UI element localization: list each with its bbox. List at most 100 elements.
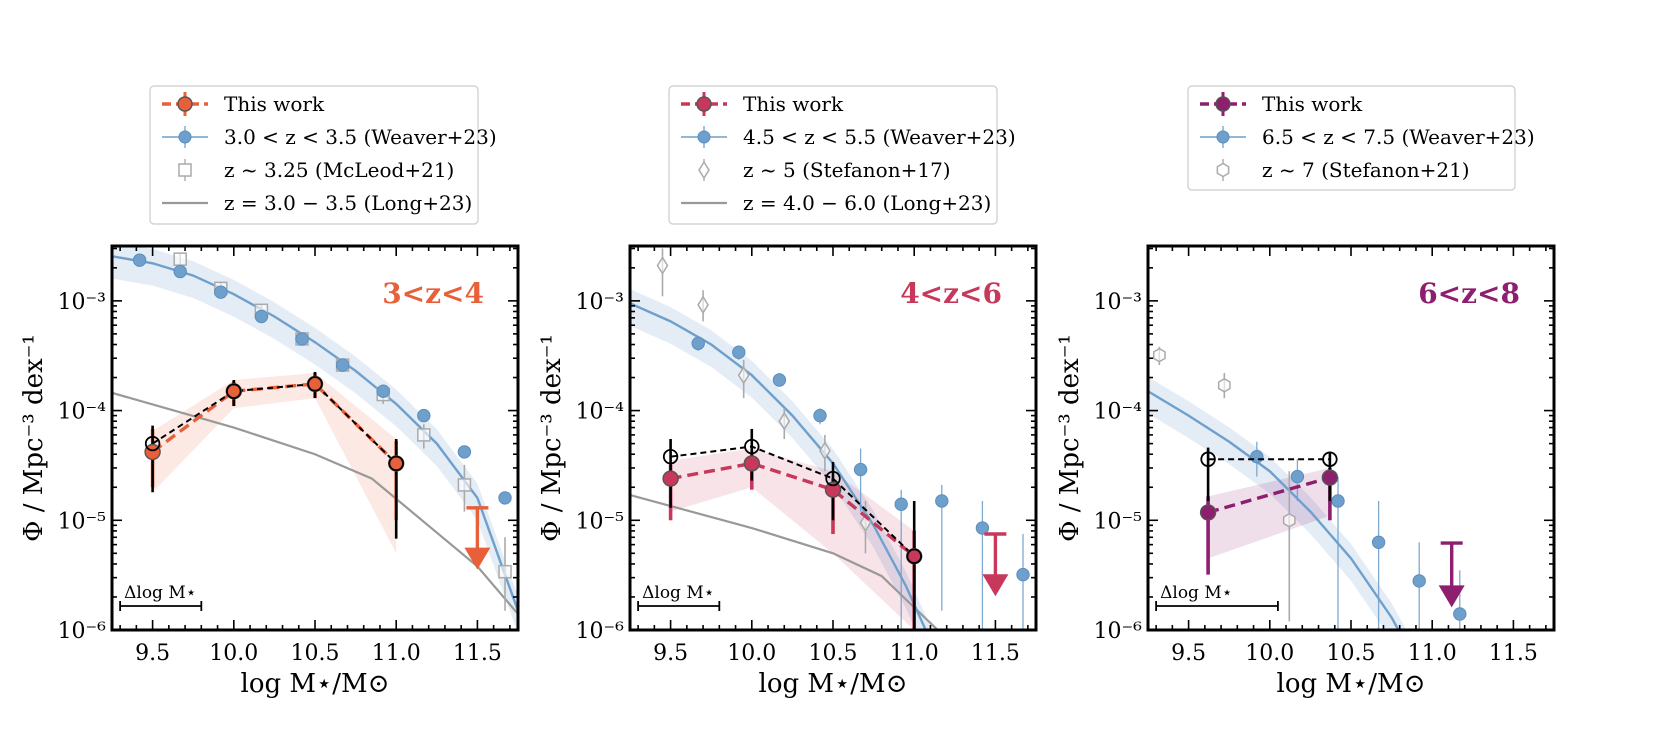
- diamond-marker: [737, 365, 750, 385]
- this-work-point: [743, 455, 760, 472]
- x-tick-label: 11.0: [890, 641, 939, 666]
- y-axis-label: Φ / Mpc⁻³ dex⁻¹: [1055, 334, 1085, 542]
- black-open-point: [1322, 451, 1338, 467]
- x-tick-label: 9.5: [1171, 641, 1206, 666]
- x-tick-label: 10.5: [809, 641, 858, 666]
- legend-label: This work: [1262, 92, 1363, 116]
- weaver-point: [173, 264, 187, 279]
- black-open-point: [825, 470, 841, 487]
- y-tick-label: 10⁻⁶: [1094, 619, 1143, 644]
- weaver-point: [295, 332, 309, 346]
- this-work-point: [824, 481, 842, 498]
- legend-label: z ~ 5 (Stefanon+17): [743, 158, 951, 182]
- upper-limit-arrowhead: [464, 547, 491, 570]
- black-open-point: [144, 435, 161, 452]
- upper-limit-arrowhead: [1438, 585, 1465, 608]
- weaver-point: [417, 408, 431, 423]
- y-tick-label: 10⁻³: [58, 290, 106, 315]
- legend-this-work-marker: [696, 96, 712, 112]
- x-tick-label: 10.0: [209, 641, 258, 666]
- black-dashed-line: [152, 382, 397, 465]
- x-axis-label: log M⋆/M⊙: [759, 669, 908, 699]
- square-marker: [457, 478, 472, 492]
- x-tick-label: 11.5: [1489, 641, 1538, 666]
- weaver-point: [1250, 449, 1264, 464]
- legend-hexagon-marker: [1216, 162, 1230, 178]
- weaver-point: [1290, 469, 1305, 484]
- this-work-point: [1321, 469, 1339, 486]
- long23-line: [112, 391, 518, 615]
- y-axis-label: Φ / Mpc⁻³ dex⁻¹: [537, 334, 567, 542]
- weaver-point: [691, 336, 705, 351]
- weaver-point: [1331, 494, 1345, 508]
- legend-box: [149, 85, 479, 225]
- y-tick-label: 10⁻⁴: [1094, 400, 1143, 425]
- long23-line: [630, 493, 940, 630]
- black-open-point: [1200, 451, 1216, 467]
- weaver-point: [335, 358, 350, 372]
- legend-label: z = 3.0 − 3.5 (Long+23): [224, 191, 472, 215]
- legend-this-work-marker: [1215, 96, 1231, 112]
- diamond-marker: [656, 256, 669, 275]
- square-marker: [173, 252, 187, 266]
- x-tick-label: 10.5: [291, 641, 340, 666]
- weaver-point: [1453, 607, 1467, 621]
- y-axis-label: Φ / Mpc⁻³ dex⁻¹: [19, 334, 49, 542]
- weaver-point: [853, 462, 868, 477]
- y-tick-label: 10⁻⁵: [1094, 509, 1142, 534]
- hexagon-marker: [1152, 347, 1166, 363]
- x-tick-label: 10.5: [1327, 641, 1376, 666]
- square-marker: [417, 428, 431, 442]
- weaver-point: [813, 408, 827, 423]
- black-open-point: [307, 376, 323, 392]
- black-dashed-line: [670, 445, 915, 557]
- this-work-line: [670, 461, 916, 558]
- x-tick-label: 10.0: [727, 641, 776, 666]
- delta-label: Δlog M⋆: [642, 583, 714, 603]
- square-marker: [498, 564, 512, 579]
- weaver-point: [132, 253, 147, 267]
- weaver-point: [457, 445, 472, 459]
- x-tick-label: 11.5: [453, 641, 502, 666]
- weaver-point: [1371, 535, 1386, 550]
- hexagon-marker: [1217, 377, 1231, 393]
- y-tick-label: 10⁻³: [1094, 290, 1142, 315]
- weaver-point: [254, 309, 269, 324]
- legend-diamond-marker: [698, 160, 710, 180]
- panel-title: 6<z<8: [1418, 277, 1520, 310]
- x-axis-label: log M⋆/M⊙: [1277, 669, 1426, 699]
- upper-limit-arrowhead: [982, 574, 1009, 597]
- panel-title: 4<z<6: [900, 277, 1002, 310]
- legend-this-work-marker: [177, 96, 193, 112]
- weaver-point: [894, 497, 908, 511]
- weaver-point: [1016, 567, 1030, 582]
- hexagon-marker: [1282, 512, 1296, 528]
- legend-label: 3.0 < z < 3.5 (Weaver+23): [224, 125, 497, 149]
- x-tick-label: 9.5: [135, 641, 170, 666]
- weaver-point: [935, 494, 949, 508]
- delta-label: Δlog M⋆: [1160, 583, 1232, 603]
- x-axis-label: log M⋆/M⊙: [241, 669, 390, 699]
- legend-label: z = 4.0 − 6.0 (Long+23): [743, 191, 991, 215]
- this-work-line: [1207, 475, 1331, 515]
- black-open-point: [388, 455, 404, 472]
- y-tick-label: 10⁻⁴: [58, 400, 107, 425]
- weaver-point: [732, 345, 746, 359]
- black-open-point: [226, 383, 242, 399]
- x-tick-label: 11.0: [1408, 641, 1457, 666]
- weaver-band: [112, 246, 518, 630]
- legend-weaver-marker: [697, 130, 711, 144]
- legend-label: This work: [224, 92, 325, 116]
- diamond-marker: [818, 441, 831, 461]
- legend-label: z ~ 3.25 (McLeod+21): [224, 158, 454, 182]
- diamond-marker: [778, 411, 791, 431]
- weaver-point: [214, 285, 228, 299]
- x-tick-label: 9.5: [653, 641, 688, 666]
- legend-label: This work: [743, 92, 844, 116]
- weaver-point: [1412, 574, 1426, 588]
- delta-label: Δlog M⋆: [124, 583, 196, 603]
